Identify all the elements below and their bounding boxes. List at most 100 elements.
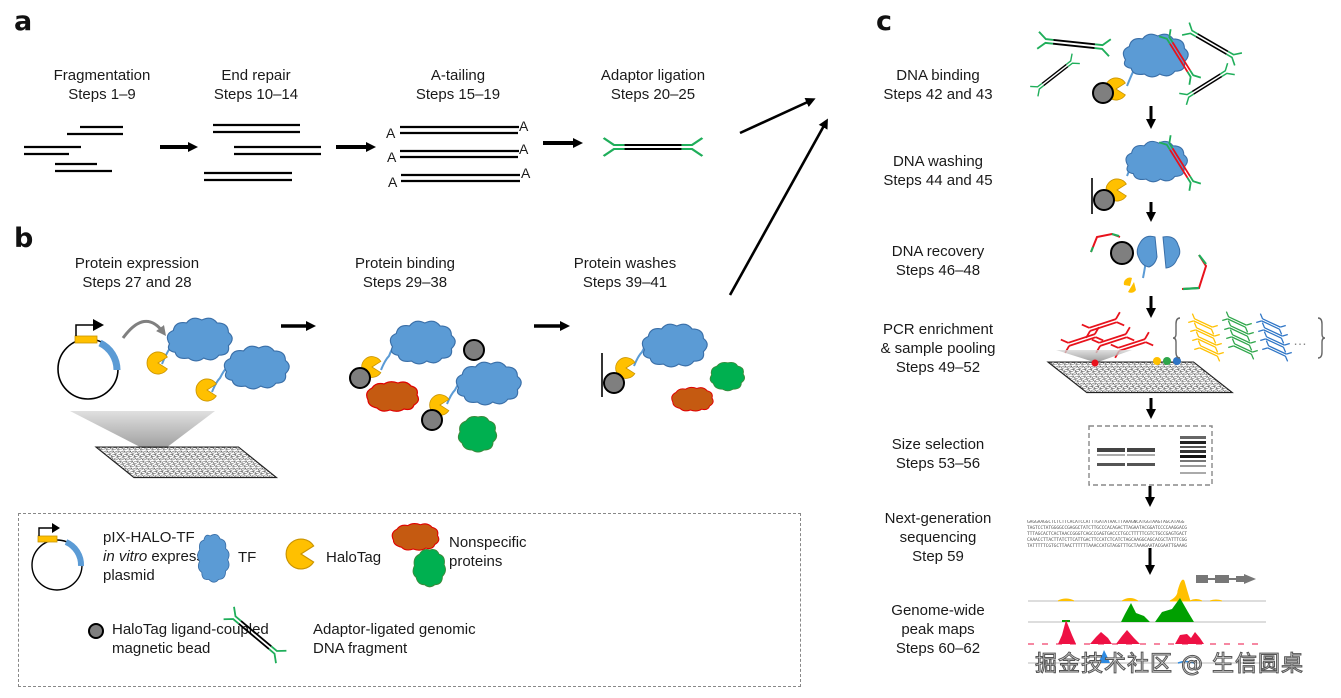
watermark: 掘金技术社区 @ 生信圆桌 (1035, 652, 1304, 678)
well-cone (70, 411, 215, 448)
a-tail-label: A (387, 149, 397, 165)
a-tail-label: A (521, 165, 531, 181)
step-title: Genome-wide (891, 602, 985, 619)
sequence-line: GAGGAAGGCTCTCTTCACATCCATTTGATATAACTTAAAG… (1027, 520, 1185, 525)
adaptor-ligated-dna (602, 136, 704, 158)
step-range: Step 59 (912, 548, 964, 565)
a-tail-label: A (386, 125, 396, 141)
peak-track-yellow (1028, 579, 1266, 602)
step-protein-expression: Protein expression Steps 27 and 28 (62, 254, 212, 292)
well-green (1163, 357, 1171, 365)
step-fragmentation: Fragmentation Steps 1–9 (42, 66, 162, 104)
step-range: Steps 60–62 (895, 640, 981, 657)
panel-letter-b: b (14, 223, 34, 254)
step-title-2: peak maps (901, 621, 975, 638)
step-range: Steps 49–52 (895, 359, 981, 376)
gene-model-icon (1196, 574, 1256, 584)
step-peak-maps: Genome-wide peak maps Steps 60–62 (868, 601, 1008, 658)
size-selection-gel (1088, 425, 1213, 486)
dna-recovery-scene (1090, 232, 1208, 293)
dna-binding-scene (1029, 21, 1243, 106)
step-title-2: & sample pooling (880, 340, 996, 357)
peak-track-blue (1028, 650, 1266, 664)
step-title: DNA washing (892, 153, 984, 170)
step-pcr-enrichment: PCR enrichment & sample pooling Steps 49… (868, 320, 1008, 377)
step-title: Protein binding (354, 255, 456, 272)
tf-halo-protein (195, 345, 290, 402)
legend-dna-line1: Adaptor-ligated genomic (313, 621, 476, 638)
sequence-line: TAGTCCTATGGGGCCGAGGCTATCTTGCCCACAGACTTAG… (1027, 526, 1187, 531)
step-range: Steps 44 and 45 (883, 172, 993, 189)
step-title: Size selection (891, 436, 985, 453)
plasmid-icon (57, 319, 121, 400)
legend-box (18, 513, 801, 687)
legend-halotag-icon (285, 538, 315, 570)
protein-binding-mix (349, 320, 522, 453)
step-title: Protein washes (573, 255, 677, 272)
legend-tf-label: TF (238, 549, 257, 566)
sequence-reads: GAGGAAGGCTCTCTTCACATCCATTTGATATAACTTAAAG… (1027, 520, 1267, 550)
legend-plasmid-line3: plasmid (103, 567, 155, 584)
pcr-well-cone (1056, 350, 1132, 362)
brace-right-icon (1317, 317, 1326, 359)
legend-bead-line1: HaloTag ligand-coupled (112, 621, 269, 638)
step-title: Fragmentation (53, 67, 151, 84)
step-range: Steps 20–25 (610, 86, 696, 103)
legend-nonspecific-green-icon (412, 549, 447, 588)
step-dna-binding: DNA binding Steps 42 and 43 (868, 66, 1008, 104)
step-protein-washes: Protein washes Steps 39–41 (555, 254, 695, 292)
legend-halotag-label: HaloTag (326, 549, 382, 566)
step-title: Adaptor ligation (600, 67, 706, 84)
pool-yellow-fragments (1187, 313, 1225, 362)
brace-left-icon (1172, 317, 1181, 359)
legend-tf-icon (197, 534, 230, 583)
legend-plasmid-italic: in vitro (103, 548, 148, 565)
pool-blue-fragments (1255, 313, 1293, 362)
step-title-2: sequencing (899, 529, 977, 546)
step-range: Steps 42 and 43 (883, 86, 993, 103)
legend-dna-line2: DNA fragment (313, 640, 408, 657)
well-plate-icon (95, 446, 278, 479)
step-title: Next-generation (884, 510, 992, 527)
dna-washing-scene (1091, 135, 1202, 214)
repaired-dna (204, 123, 321, 182)
step-dna-recovery: DNA recovery Steps 46–48 (868, 242, 1008, 280)
sequence-line: CAAACCTTACTTATCTTCATTGACTTCCATCTCATCTAGC… (1027, 538, 1187, 543)
peak-track-green (1028, 598, 1266, 623)
fragmented-dna (24, 125, 123, 173)
step-protein-binding: Protein binding Steps 29–38 (335, 254, 475, 292)
step-range: Steps 53–56 (895, 455, 981, 472)
step-end-repair: End repair Steps 10–14 (196, 66, 316, 104)
step-range: Steps 1–9 (68, 86, 136, 103)
legend-nonspecific-line2: proteins (449, 553, 503, 570)
sequence-line: TTTAGCACTCACTAACCGGGTCAGCCGAGTGACCCTGCCT… (1027, 532, 1187, 537)
a-tail-label: A (519, 141, 529, 157)
step-range: Steps 10–14 (213, 86, 299, 103)
sequence-line: TATTTTTCGTGCTTAACTTTTTTAAACCATGTAGGTTTGC… (1027, 544, 1187, 549)
step-range: Steps 15–19 (415, 86, 501, 103)
peak-track-red (1028, 620, 1266, 645)
panel-letter-c: c (876, 6, 893, 37)
legend-nonspecific-label: Nonspecific proteins (449, 533, 527, 571)
legend-nonspecific-line1: Nonspecific (449, 534, 527, 551)
step-a-tailing: A-tailing Steps 15–19 (398, 66, 518, 104)
well-blue (1173, 357, 1181, 365)
well-yellow (1153, 357, 1161, 365)
legend-nonspecific-orange-icon (391, 523, 440, 551)
step-adaptor-ligation: Adaptor ligation Steps 20–25 (588, 66, 718, 104)
step-title: DNA binding (896, 67, 980, 84)
legend-dna-label: Adaptor-ligated genomic DNA fragment (313, 620, 476, 658)
pool-green-fragments (1221, 311, 1259, 360)
legend-bead-label: HaloTag ligand-coupled magnetic bead (112, 620, 269, 658)
step-range: Steps 27 and 28 (82, 274, 192, 291)
step-title: Protein expression (74, 255, 200, 272)
step-size-selection: Size selection Steps 53–56 (868, 435, 1008, 473)
legend-plasmid-line1: pIX-HALO-TF (103, 529, 195, 546)
legend-bead-icon (88, 623, 104, 639)
step-ngs: Next-generation sequencing Step 59 (868, 509, 1008, 566)
step-title: DNA recovery (891, 243, 985, 260)
legend-bead-line2: magnetic bead (112, 640, 211, 657)
step-dna-washing: DNA washing Steps 44 and 45 (868, 152, 1008, 190)
arrow-to-c-icon (728, 118, 828, 296)
